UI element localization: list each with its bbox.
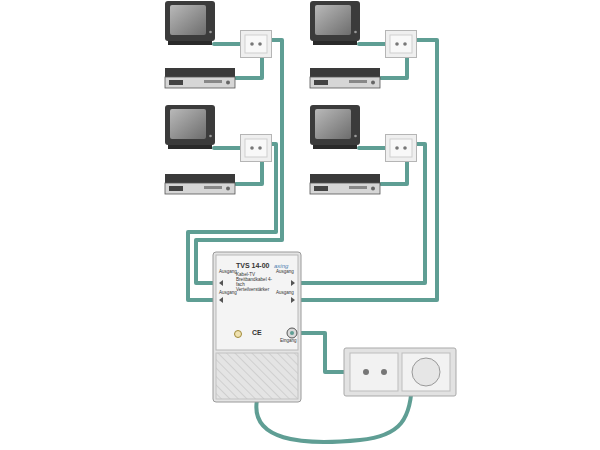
led bbox=[235, 331, 242, 338]
brand-name: axing bbox=[274, 263, 288, 270]
distributor-housing bbox=[213, 252, 301, 402]
cable bbox=[301, 144, 425, 283]
port-label: Ausgang bbox=[219, 291, 237, 296]
model-name: TVS 14-00 bbox=[236, 262, 269, 270]
socket-jack bbox=[363, 369, 369, 375]
tv-set bbox=[165, 1, 215, 45]
antenna-outlet bbox=[386, 31, 417, 58]
power-socket bbox=[402, 353, 450, 391]
input-port-core bbox=[290, 331, 294, 335]
antenna-outlet bbox=[241, 135, 272, 162]
receiver bbox=[165, 174, 235, 194]
antenna-outlet bbox=[386, 135, 417, 162]
receiver bbox=[310, 68, 380, 88]
tv-set bbox=[165, 105, 215, 149]
housing-lid bbox=[216, 255, 298, 350]
distributor-box: TVS 14-00 axingKabel-TV Breitbandkabel 4-… bbox=[216, 255, 298, 350]
antenna-socket bbox=[350, 353, 398, 391]
port-label: Kabel-TV Breitbandkabel 4-fach Verteilve… bbox=[236, 272, 276, 292]
receiver bbox=[165, 68, 235, 88]
cable bbox=[301, 40, 437, 300]
cable bbox=[359, 146, 389, 150]
wall-socket bbox=[344, 348, 456, 396]
port-label: CE bbox=[252, 329, 262, 337]
power-socket-cup bbox=[412, 358, 440, 386]
input-port bbox=[287, 328, 297, 338]
socket-jack bbox=[381, 369, 387, 375]
port-label: Ausgang bbox=[276, 270, 294, 275]
port-label: Ausgang bbox=[276, 291, 294, 296]
housing-body bbox=[213, 252, 301, 402]
cable bbox=[359, 42, 389, 46]
tv-set bbox=[310, 105, 360, 149]
tv-set bbox=[310, 1, 360, 45]
socket-frame bbox=[344, 348, 456, 396]
antenna-outlet bbox=[241, 31, 272, 58]
receiver bbox=[310, 174, 380, 194]
vent-grille bbox=[216, 353, 298, 399]
port-label: Ausgang bbox=[219, 270, 237, 275]
port-label: Eingang bbox=[280, 339, 297, 344]
cable bbox=[214, 146, 244, 150]
cable bbox=[214, 42, 244, 46]
